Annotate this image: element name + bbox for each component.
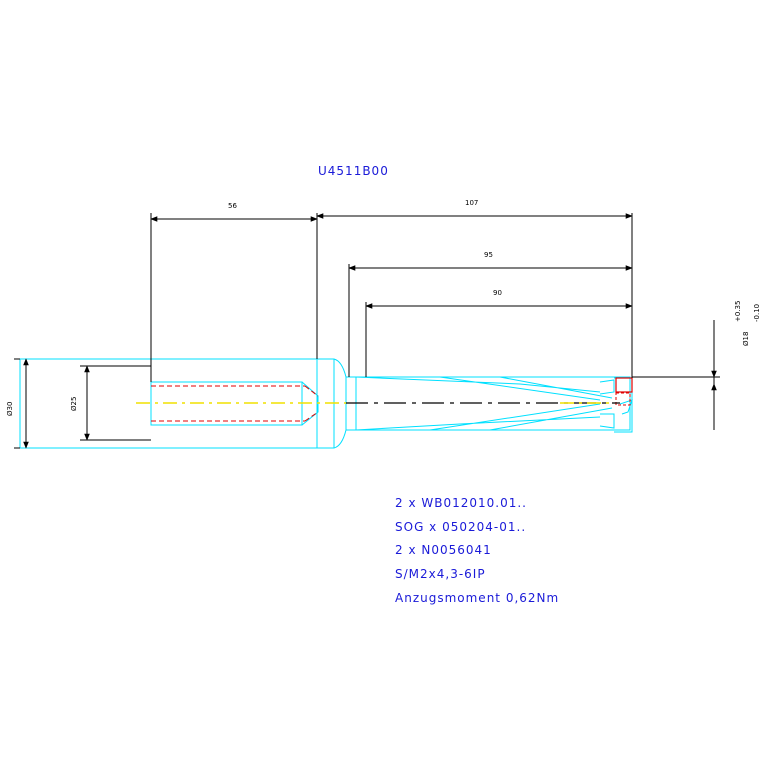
notes-block: 2 x WB012010.01.. SOG x 050204-01.. 2 x … [395,496,559,605]
drill-body [346,376,631,431]
dim-107-label: 107 [465,199,478,207]
note-line: SOG x 050204-01.. [395,520,526,534]
note-line: S/M2x4,3-6IP [395,567,486,581]
dimension-lines [14,213,720,449]
dim-dia18-tol-upper: +0.35 [734,301,742,322]
dim-dia25-label: Ø25 [70,397,78,411]
note-line: Anzugsmoment 0,62Nm [395,591,559,605]
dim-dia30-label: Ø30 [6,402,14,416]
insert-pocket-bottom [615,392,631,406]
dim-dia18-label: Ø18 [742,332,750,346]
flute-lines [355,376,613,431]
insert-pocket-top [615,377,633,393]
part-number-title: U4511B00 [318,164,389,178]
note-line: 2 x N0056041 [395,543,492,557]
dim-56-label: 56 [228,202,237,210]
hidden-lines [151,377,633,422]
dim-95-label: 95 [484,251,493,259]
note-line: 2 x WB012010.01.. [395,496,527,510]
dim-90-label: 90 [493,289,502,297]
dim-dia18-tol-lower: -0.10 [753,304,761,322]
